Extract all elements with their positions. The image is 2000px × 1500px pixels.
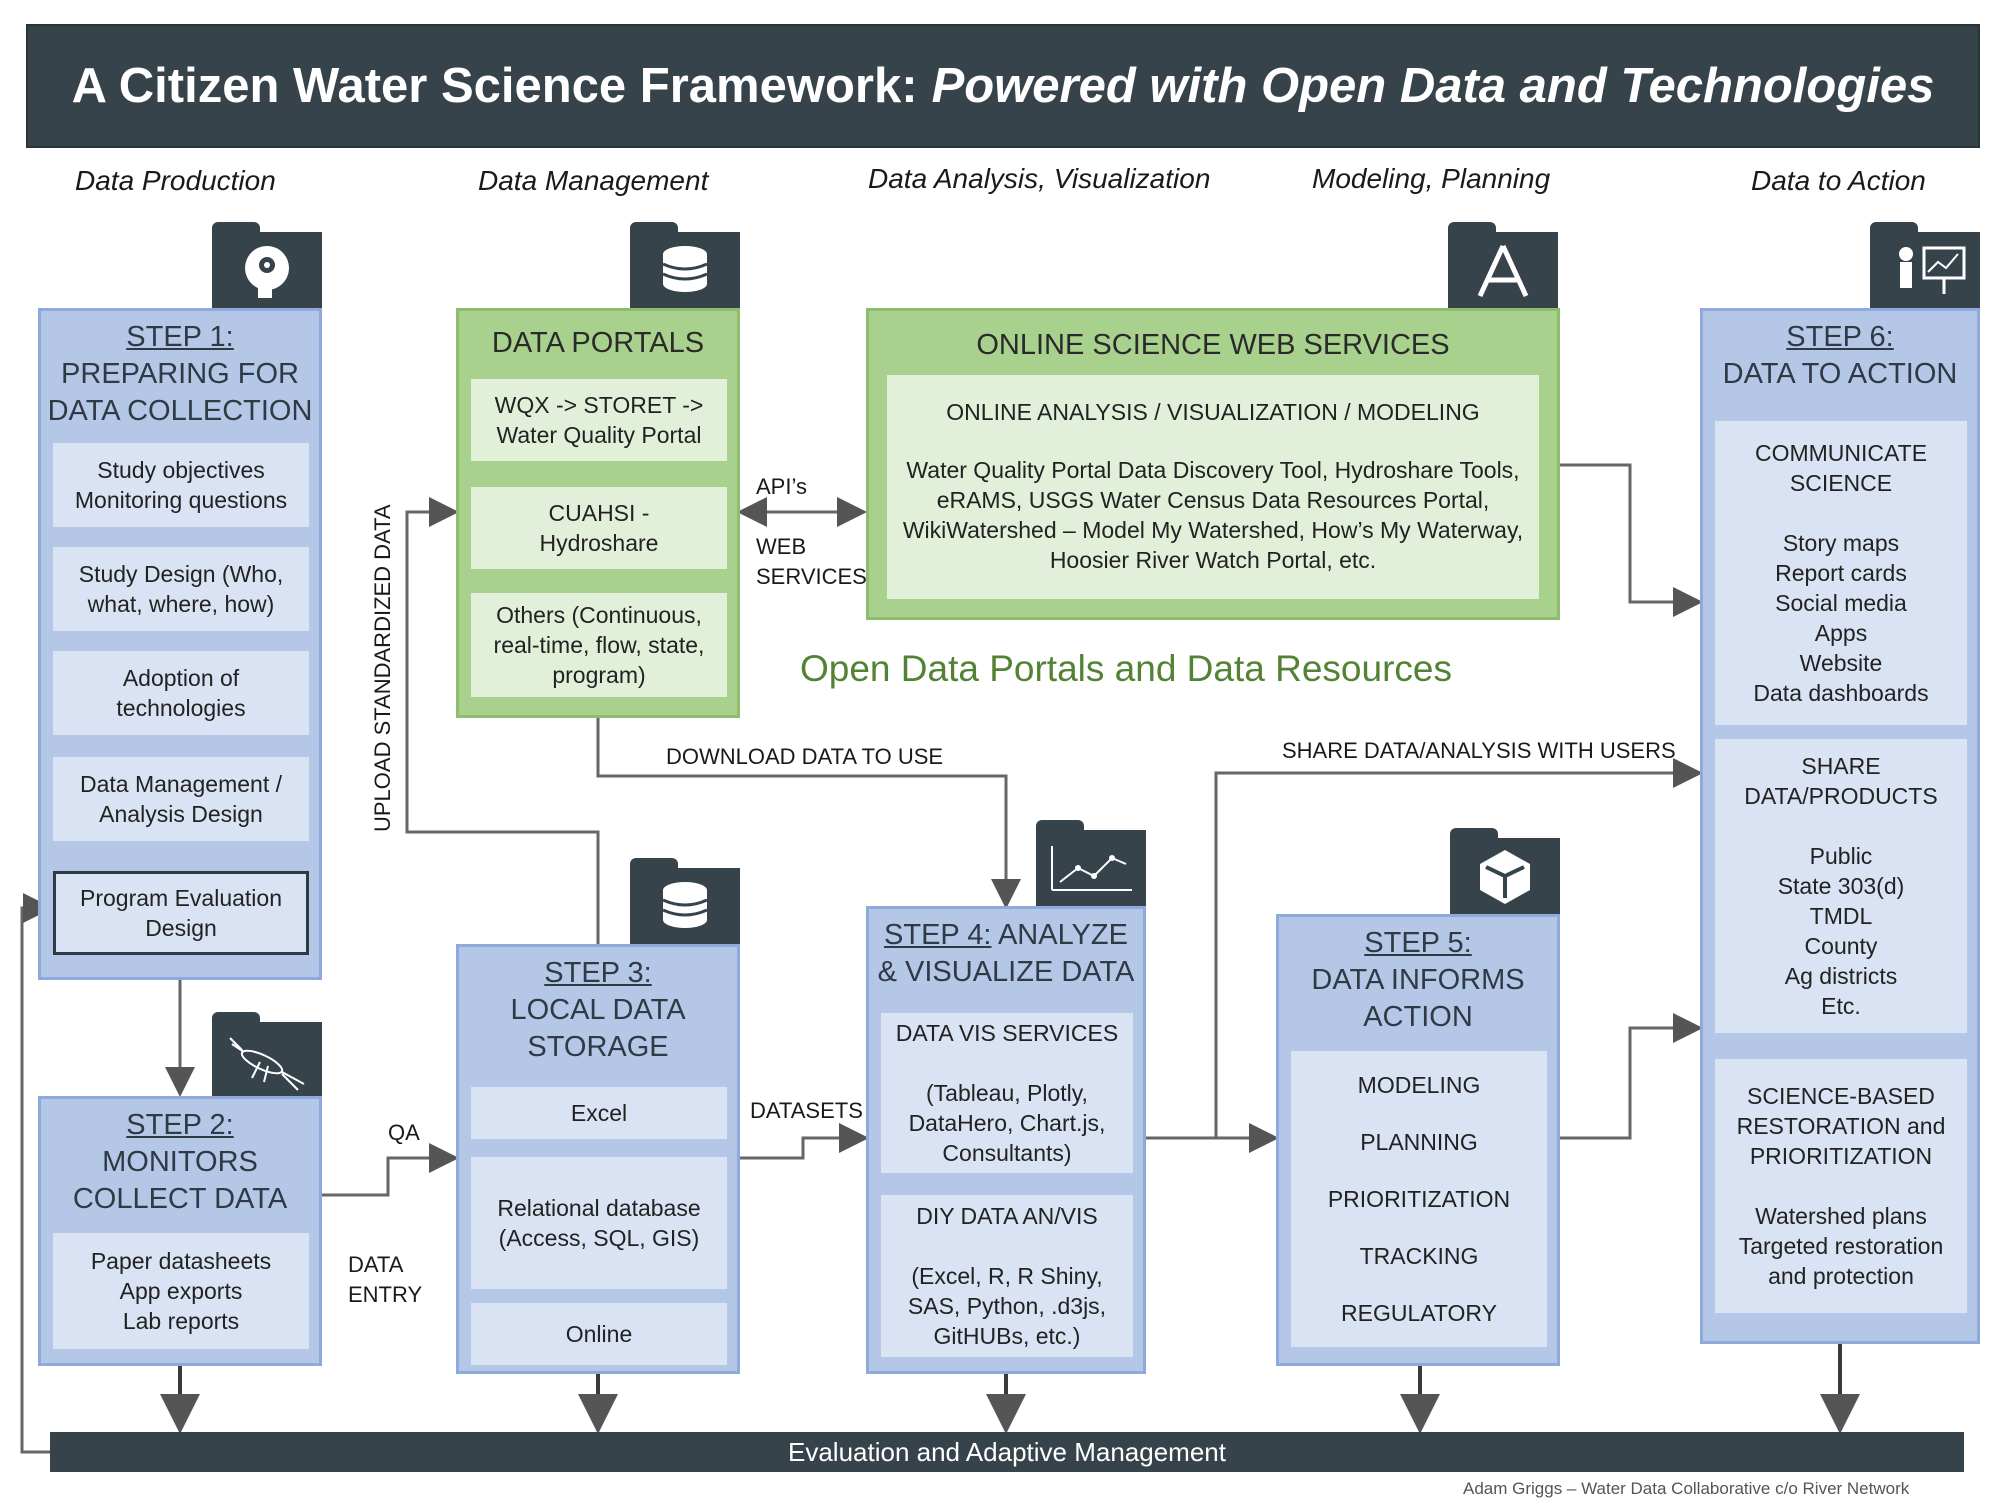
step3-label: STEP 3:	[544, 957, 652, 989]
label-web-services: WEB SERVICES	[756, 534, 867, 589]
step5-item-modeling: MODELING	[1357, 1072, 1481, 1099]
step1-heading: PREPARING FOR DATA COLLECTION	[47, 358, 313, 427]
tab-portals	[630, 222, 740, 308]
database-icon	[662, 882, 708, 928]
step3-item-relational: Relational database (Access, SQL, GIS)	[471, 1157, 727, 1289]
step5-heading: DATA INFORMS ACTION	[1311, 964, 1525, 1033]
data-portals-box: DATA PORTALS WQX -> STORET -> Water Qual…	[456, 308, 740, 718]
tab-step1	[212, 222, 322, 308]
step3-item-excel: Excel	[471, 1087, 727, 1139]
column-header-data-analysis: Data Analysis, Visualization	[868, 163, 1211, 194]
label-download: DOWNLOAD DATA TO USE	[666, 744, 944, 769]
step2-title: STEP 2: MONITORS COLLECT DATA	[41, 1107, 319, 1218]
step1-item-evaluation: Program Evaluation Design	[53, 871, 309, 955]
insect-icon	[229, 1037, 305, 1091]
web-services-box: ONLINE SCIENCE WEB SERVICES ONLINE ANALY…	[866, 308, 1560, 620]
step2-box: STEP 2: MONITORS COLLECT DATA Paper data…	[38, 1096, 322, 1366]
web-services-body: Water Quality Portal Data Discovery Tool…	[902, 457, 1524, 573]
step1-item-data-management: Data Management / Analysis Design	[53, 757, 309, 841]
label-data-entry: DATA ENTRY	[348, 1252, 423, 1307]
tab-step6	[1870, 222, 1980, 308]
evaluation-bar: Evaluation and Adaptive Management	[50, 1432, 1964, 1472]
tab-step2	[212, 1012, 322, 1098]
arrow-step2-to-step3	[318, 1143, 459, 1197]
step1-title: STEP 1: PREPARING FOR DATA COLLECTION	[41, 319, 319, 430]
step4-item-diy: DIY DATA AN/VIS (Excel, R, R Shiny, SAS,…	[881, 1195, 1133, 1357]
compass-icon	[1477, 244, 1529, 298]
label-qa: QA	[388, 1120, 420, 1145]
step4-box: STEP 4: ANALYZE & VISUALIZE DATA DATA VI…	[866, 906, 1146, 1374]
step6-title: STEP 6: DATA TO ACTION	[1703, 319, 1977, 393]
step6-item-restoration: SCIENCE-BASED RESTORATION and PRIORITIZA…	[1715, 1059, 1967, 1313]
title-italic: Powered with Open Data and Technologies	[931, 59, 1935, 113]
step3-item-online: Online	[471, 1303, 727, 1365]
tab-services	[1448, 222, 1558, 308]
step1-item-technologies: Adoption of technologies	[53, 651, 309, 735]
step5-title: STEP 5: DATA INFORMS ACTION	[1279, 925, 1557, 1036]
arrow-download-to-step4	[596, 718, 1021, 909]
step1-item-objectives: Study objectives Monitoring questions	[53, 443, 309, 527]
step4-heading-2: & VISUALIZE DATA	[877, 956, 1135, 988]
step5-box: STEP 5: DATA INFORMS ACTION MODELING PLA…	[1276, 914, 1560, 1366]
portal-item-others: Others (Continuous, real-time, flow, sta…	[471, 593, 727, 697]
step2-heading: MONITORS COLLECT DATA	[72, 1146, 288, 1215]
label-apis: API’s	[756, 474, 807, 499]
credit: Adam Griggs – Water Data Collaborative c…	[1463, 1479, 1910, 1498]
step5-label: STEP 5:	[1364, 927, 1472, 959]
step1-item-design: Study Design (Who, what, where, how)	[53, 547, 309, 631]
step6-box: STEP 6: DATA TO ACTION COMMUNICATE SCIEN…	[1700, 308, 1980, 1344]
web-services-inner: ONLINE ANALYSIS / VISUALIZATION / MODELI…	[887, 375, 1539, 599]
line-chart-icon	[1051, 846, 1132, 891]
database-icon	[662, 246, 708, 292]
step4-heading-1: ANALYZE	[991, 919, 1128, 951]
step6-heading: DATA TO ACTION	[1722, 358, 1958, 390]
step2-item-sources: Paper datasheets App exports Lab reports	[53, 1233, 309, 1349]
step4-title: STEP 4: ANALYZE & VISUALIZE DATA	[869, 917, 1143, 991]
step6-item-communicate: COMMUNICATE SCIENCE Story maps Report ca…	[1715, 421, 1967, 725]
step3-heading: LOCAL DATA STORAGE	[510, 994, 686, 1063]
open-data-label: Open Data Portals and Data Resources	[800, 648, 1452, 689]
arrow-share-to-step6	[1214, 758, 1703, 1138]
column-header-modeling-planning: Modeling, Planning	[1312, 163, 1551, 194]
tab-step3	[630, 858, 740, 944]
arrow-step5-to-step6	[1560, 1013, 1703, 1140]
arrow-upload-to-portals	[405, 497, 600, 945]
step5-item-prioritization: PRIORITIZATION	[1327, 1185, 1511, 1212]
step6-item-share: SHARE DATA/PRODUCTS Public State 303(d) …	[1715, 739, 1967, 1033]
step5-item-tracking: TRACKING	[1359, 1242, 1479, 1269]
arrow-feedback-to-step1	[20, 893, 53, 1454]
title-banner: A Citizen Water Science Framework: Power…	[26, 24, 1980, 148]
step1-box: STEP 1: PREPARING FOR DATA COLLECTION St…	[38, 308, 322, 980]
label-upload: UPLOAD STANDARDIZED DATA	[370, 504, 395, 832]
cube-icon	[1480, 850, 1530, 904]
step6-label: STEP 6:	[1786, 321, 1894, 353]
step4-item-vis-services: DATA VIS SERVICES (Tableau, Plotly, Data…	[881, 1013, 1133, 1173]
arrow-services-to-step6	[1560, 463, 1703, 617]
web-services-title: ONLINE SCIENCE WEB SERVICES	[976, 329, 1450, 361]
step1-label: STEP 1:	[126, 321, 234, 353]
portal-item-hydroshare: CUAHSI - Hydroshare	[471, 487, 727, 569]
step3-title: STEP 3: LOCAL DATA STORAGE	[459, 955, 737, 1066]
step5-item-planning: PLANNING	[1360, 1129, 1478, 1156]
step3-box: STEP 3: LOCAL DATA STORAGE Excel Relatio…	[456, 944, 740, 1374]
step5-items: MODELING PLANNING PRIORITIZATION TRACKIN…	[1291, 1051, 1547, 1347]
column-header-data-management: Data Management	[478, 165, 709, 196]
presenter-icon	[1899, 246, 1966, 294]
step5-item-regulatory: REGULATORY	[1341, 1299, 1497, 1326]
arrow-step3-to-step4	[740, 1123, 869, 1160]
portal-item-wqp: WQX -> STORET -> Water Quality Portal	[471, 379, 727, 461]
step2-label: STEP 2:	[126, 1109, 234, 1141]
step4-label: STEP 4:	[884, 919, 992, 951]
title-main: A Citizen Water Science Framework:	[71, 59, 918, 113]
web-services-subtitle: ONLINE ANALYSIS / VISUALIZATION / MODELI…	[946, 399, 1480, 425]
label-datasets: DATASETS	[750, 1098, 863, 1123]
tab-step4	[1036, 820, 1146, 906]
label-share: SHARE DATA/ANALYSIS WITH USERS	[1282, 738, 1676, 763]
column-header-data-to-action: Data to Action	[1751, 165, 1926, 196]
tab-step5	[1450, 828, 1560, 914]
brain-gear-icon	[245, 246, 289, 298]
data-portals-title: DATA PORTALS	[491, 327, 705, 359]
column-header-data-production: Data Production	[75, 165, 276, 196]
